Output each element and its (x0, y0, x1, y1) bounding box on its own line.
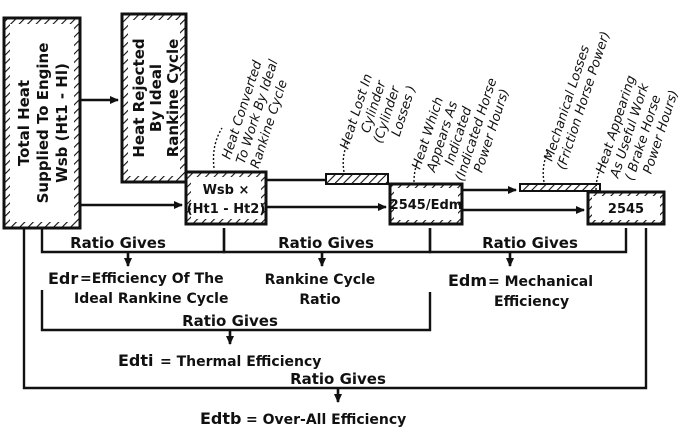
ratio-label-2: Ratio Gives (278, 234, 374, 252)
heat-converted-note: Heat Converted To Work By Ideal Rankine … (212, 58, 291, 171)
flow-arrows (80, 96, 585, 214)
brake-work-box: 2545 (586, 190, 666, 226)
rankine-ratio-line1: Rankine Cycle (265, 272, 376, 288)
heat-rejected-line1: Heat Rejected (130, 38, 148, 157)
edtb-symbol: Edtb (200, 409, 241, 428)
result-edr: Edr =Efficiency Of The Ideal Rankine Cyc… (48, 269, 228, 307)
result-edtb: Edtb = Over-All Efficiency (200, 409, 406, 428)
ratio-bracket-3: Ratio Gives (428, 228, 628, 267)
total-heat-box: Total Heat Supplied To Engine Wsb (Ht1 -… (2, 16, 82, 230)
mechanical-loss-bar (519, 183, 601, 192)
heat-useful-note: Heat Appearing As Useful Work ( Brake Ho… (594, 74, 680, 191)
rankine-ratio-line2: Ratio (299, 292, 341, 308)
indicated-box-text: 2545/Edm (390, 198, 463, 213)
ideal-work-line2: (Ht1 - Ht2) (187, 202, 266, 217)
heat-rejected-box: Heat Rejected By Ideal Rankine Cycle (120, 12, 188, 184)
heat-rejected-line2: By Ideal (147, 64, 165, 132)
total-heat-line3: Wsb (Ht1 - Hl) (53, 63, 71, 183)
total-heat-line2: Supplied To Engine (34, 43, 52, 204)
indicated-work-box: 2545/Edm (388, 182, 464, 226)
ratio-label-5: Ratio Gives (290, 370, 386, 388)
edm-symbol: Edm (448, 271, 487, 290)
ratio-label-3: Ratio Gives (482, 234, 578, 252)
result-edti: Edti = Thermal Efficiency (118, 351, 321, 370)
edm-line2: Efficiency (494, 294, 569, 310)
edtb-text: = Over-All Efficiency (246, 412, 406, 428)
edr-line2: Ideal Rankine Cycle (74, 291, 228, 307)
result-edm: Edm = Mechanical Efficiency (448, 271, 593, 310)
heat-rejected-line3: Rankine Cycle (164, 39, 182, 158)
heat-indicated-note: Heat Which Appears As Indicated (Indicat… (410, 76, 513, 183)
ratio-bracket-2: Ratio Gives (222, 228, 432, 267)
ratio-bracket-5: Ratio Gives (22, 228, 648, 403)
cylinder-loss-bar (325, 173, 389, 185)
result-rankine-ratio: Rankine Cycle Ratio (265, 272, 376, 308)
ratio-label-1: Ratio Gives (70, 234, 166, 252)
edti-text: = Thermal Efficiency (160, 354, 321, 370)
ratio-bracket-4: Ratio Gives (40, 290, 432, 345)
ratio-bracket-1: Ratio Gives (40, 228, 226, 267)
brake-box-text: 2545 (608, 202, 644, 217)
ideal-work-line1: Wsb × (203, 183, 250, 198)
edr-line1: =Efficiency Of The (80, 271, 224, 287)
heat-lost-note: Heat Lost In Cylinder (Cylinder Losses ) (338, 72, 420, 173)
edti-symbol: Edti (118, 351, 154, 370)
edm-line1: = Mechanical (488, 274, 593, 290)
edr-symbol: Edr (48, 269, 78, 288)
total-heat-line1: Total Heat (15, 80, 33, 166)
ratio-label-4: Ratio Gives (182, 312, 278, 330)
ideal-work-box: Wsb × (Ht1 - Ht2) (184, 170, 268, 226)
